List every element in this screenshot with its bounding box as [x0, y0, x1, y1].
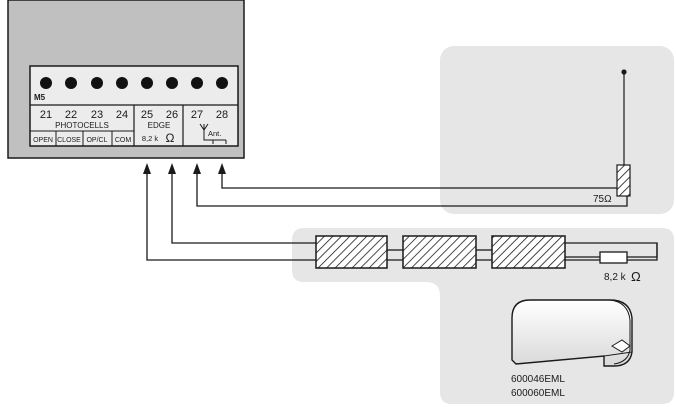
edge-label: EDGE [148, 121, 171, 130]
antenna-tip [621, 69, 627, 75]
sub-label-com: COM [115, 137, 132, 144]
safety-edge-panel [292, 228, 674, 404]
resistor-ohm-symbol: Ω [631, 269, 641, 284]
terminal-number: 22 [65, 109, 77, 121]
termination-resistor [599, 251, 628, 264]
arrow-up-icon [218, 163, 226, 174]
antenna-impedance-label: 75Ω [593, 194, 612, 205]
arrow-up-icon [143, 163, 151, 174]
antenna-symbol-icon [199, 123, 227, 144]
model-label: M5 [34, 93, 46, 102]
terminal-screw [191, 77, 203, 89]
sub-label-opcl: OP/CL [86, 137, 107, 144]
terminal-screw [141, 77, 153, 89]
safety-edge-segment [491, 235, 566, 269]
safety-edge-segment [315, 235, 388, 269]
photocells-label: PHOTOCELLS [55, 121, 109, 130]
edge-wire-a [146, 172, 658, 261]
terminal-screw [91, 77, 103, 89]
terminal-screws [40, 77, 228, 89]
terminal-number: 23 [91, 109, 103, 121]
arrow-up-icon [193, 163, 201, 174]
antenna-panel [440, 46, 674, 214]
terminal-screw [216, 77, 228, 89]
terminal-number: 28 [216, 109, 228, 121]
edge-wire-b [171, 172, 316, 244]
resistor-value: 8,2 k [604, 272, 627, 283]
edge-profile-drawing [511, 299, 633, 367]
terminal-screw [65, 77, 77, 89]
antenna-base-connector [616, 164, 631, 197]
terminal-screw [166, 77, 178, 89]
safety-edge-segment [402, 235, 477, 269]
sub-label-close: CLOSE [57, 137, 81, 144]
antenna-label: Ant. [208, 129, 221, 138]
terminal-number: 25 [141, 109, 153, 121]
edge-ohm-symbol: Ω [166, 131, 175, 145]
part-number: 600060EML [511, 388, 565, 399]
terminal-screw [40, 77, 52, 89]
terminal-screw [116, 77, 128, 89]
sub-label-open: OPEN [33, 137, 53, 144]
edge-value: 8,2 k [142, 134, 159, 143]
antenna-shield-wire [196, 172, 628, 207]
terminal-number: 24 [116, 109, 128, 121]
terminal-number: 21 [40, 109, 52, 121]
arrow-up-icon [168, 163, 176, 174]
wire-arrows [143, 163, 226, 174]
terminal-number: 26 [166, 109, 178, 121]
terminal-number: 27 [191, 109, 203, 121]
part-number: 600046EML [511, 374, 565, 385]
